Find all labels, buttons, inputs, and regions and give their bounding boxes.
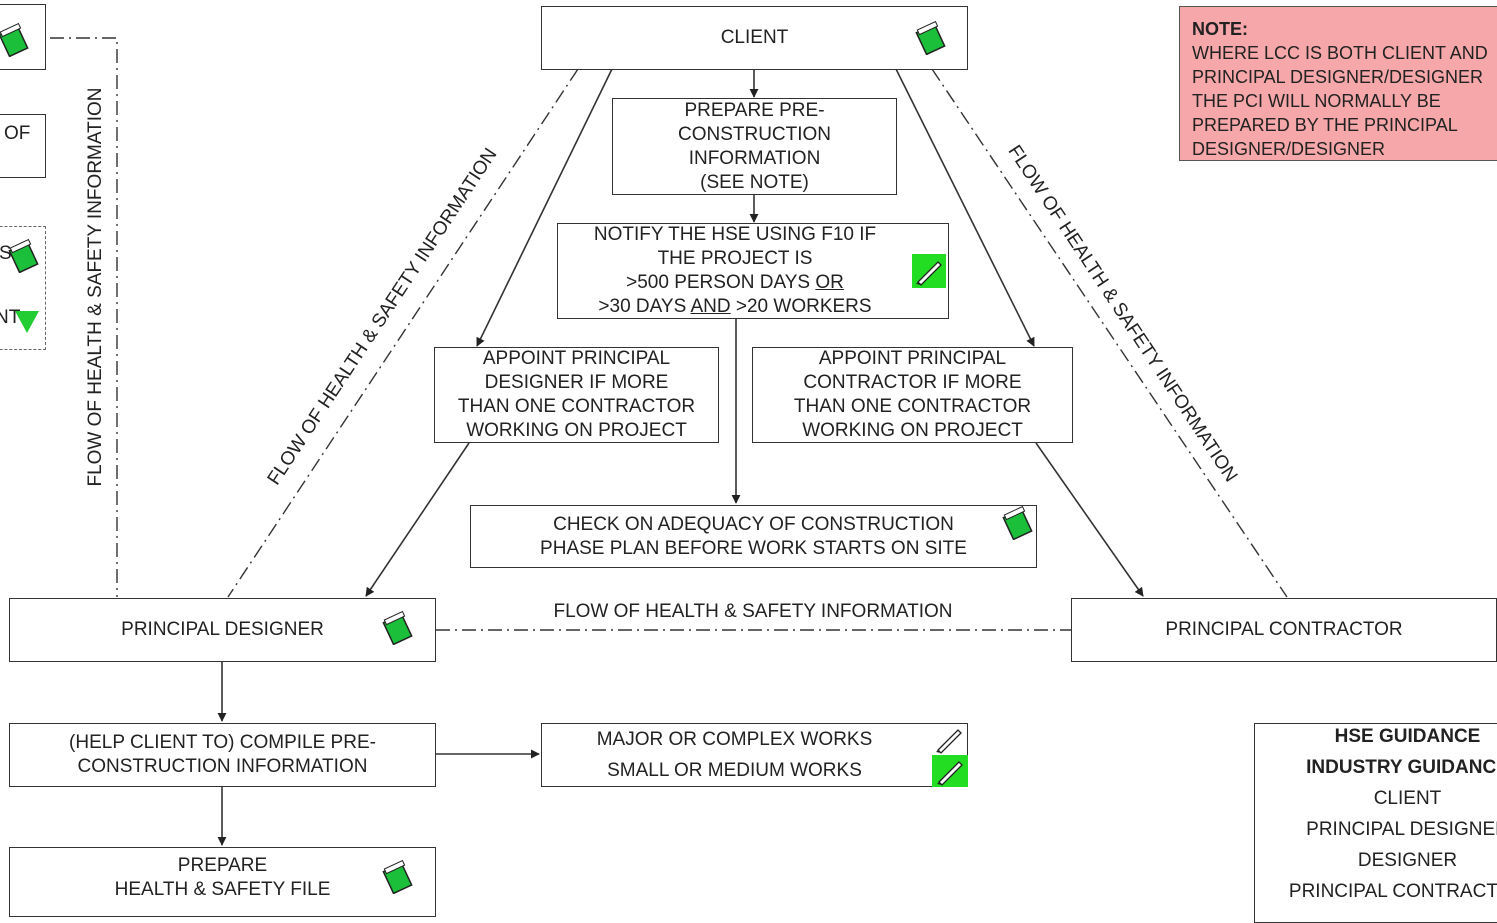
principal-contractor-label: PRINCIPAL CONTRACTOR (1165, 619, 1403, 640)
client-box: CLIENT (541, 6, 968, 70)
hs-file-line: HEALTH & SAFETY FILE (114, 879, 331, 900)
notify-line: >500 PERSON DAYS OR (626, 272, 844, 293)
appoint-designer-line: THAN ONE CONTRACTOR (457, 396, 696, 417)
note-line: THE PCI WILL NORMALLY BE (1192, 91, 1441, 111)
pen-icon (932, 755, 968, 787)
legend-row-client: CLIENT (1373, 788, 1442, 809)
works-line-small: SMALL OR MEDIUM WORKS (607, 760, 862, 781)
compile-pci-line: (HELP CLIENT TO) COMPILE PRE- (69, 732, 376, 753)
appoint-designer-line: WORKING ON PROJECT (466, 420, 687, 441)
prepare-pci-line: PREPARE PRE- (684, 99, 825, 121)
legend-row-principal-designer: PRINCIPAL DESIGNER (1306, 819, 1497, 840)
prepare-pci-line: (SEE NOTE) (700, 171, 809, 193)
notify-line: >30 DAYS AND >20 WORKERS (598, 296, 872, 317)
legend-row-industry-guidance: INDUSTRY GUIDANCE (1306, 757, 1497, 778)
principal-contractor-box: PRINCIPAL CONTRACTOR (1071, 598, 1497, 662)
note-line: PRINCIPAL DESIGNER/DESIGNER (1192, 67, 1484, 87)
note-title: NOTE: (1192, 19, 1248, 39)
appoint-contractor-line: WORKING ON PROJECT (802, 420, 1023, 441)
flow-label-left-vertical: FLOW OF HEALTH & SAFETY INFORMATION (85, 87, 106, 487)
arrow-client-to-appoint-designer (476, 68, 613, 347)
book-icon (382, 611, 413, 645)
book-icon (8, 239, 39, 273)
dash-right-diagonal (931, 68, 1288, 598)
appoint-contractor-line: CONTRACTOR IF MORE (803, 372, 1022, 393)
compile-pci-box: (HELP CLIENT TO) COMPILE PRE- CONSTRUCTI… (9, 723, 436, 787)
legend-row-hse-guidance: HSE GUIDANCE (1334, 726, 1481, 747)
pen-icon (936, 729, 962, 754)
arrow-client-to-appoint-contractor (895, 68, 1035, 347)
left-partial-text-of: OF (4, 123, 31, 144)
legend-row-principal-contractor: PRINCIPAL CONTRACTOR (1288, 881, 1497, 902)
client-label: CLIENT (720, 27, 789, 48)
arrow-appoint-contractor-to-pc (1035, 442, 1144, 597)
appoint-designer-line: APPOINT PRINCIPAL (482, 348, 671, 369)
hs-file-line: PREPARE (177, 855, 268, 876)
book-icon (1002, 506, 1033, 540)
check-adequacy-box: CHECK ON ADEQUACY OF CONSTRUCTION PHASE … (470, 505, 1037, 568)
notify-line: NOTIFY THE HSE USING F10 IF (593, 224, 877, 245)
left-partial-box-3: S NT (0, 226, 46, 350)
appoint-contractor-line: THAN ONE CONTRACTOR (793, 396, 1032, 417)
notify-hse-box: NOTIFY THE HSE USING F10 IF THE PROJECT … (557, 223, 949, 319)
works-line-major: MAJOR OR COMPLEX WORKS (596, 729, 873, 750)
book-icon (0, 23, 29, 57)
note-line: DESIGNER/DESIGNER (1192, 139, 1386, 159)
dash-left-diagonal (227, 68, 579, 598)
appoint-designer-line: DESIGNER IF MORE (484, 372, 669, 393)
works-box: MAJOR OR COMPLEX WORKS SMALL OR MEDIUM W… (541, 723, 968, 787)
appoint-contractor-box: APPOINT PRINCIPAL CONTRACTOR IF MORE THA… (752, 347, 1073, 443)
left-partial-text-s: S (0, 243, 12, 264)
legend-row-designer: DESIGNER (1357, 850, 1458, 871)
prepare-pci-box: PREPARE PRE- CONSTRUCTION INFORMATION (S… (612, 98, 897, 195)
left-partial-box-2: OF (0, 114, 46, 178)
note-line: WHERE LCC IS BOTH CLIENT AND (1192, 43, 1488, 63)
book-icon (382, 860, 413, 894)
note-line: PREPARED BY THE PRINCIPAL (1192, 115, 1458, 135)
compile-pci-line: CONSTRUCTION INFORMATION (77, 756, 368, 777)
principal-designer-box: PRINCIPAL DESIGNER (9, 598, 436, 662)
appoint-designer-box: APPOINT PRINCIPAL DESIGNER IF MORE THAN … (434, 347, 719, 443)
left-partial-text-nt: NT (0, 307, 21, 328)
prepare-pci-line: CONSTRUCTION (677, 123, 832, 145)
prepare-pci-line: INFORMATION (688, 147, 821, 169)
left-partial-box-1 (0, 4, 46, 70)
notify-line: THE PROJECT IS (657, 248, 813, 269)
book-icon (915, 21, 946, 55)
green-triangle-icon (15, 311, 39, 333)
arrow-appoint-designer-to-pd (365, 442, 470, 597)
check-adequacy-line: PHASE PLAN BEFORE WORK STARTS ON SITE (540, 537, 967, 559)
check-adequacy-line: CHECK ON ADEQUACY OF CONSTRUCTION (553, 513, 954, 535)
legend-box: HSE GUIDANCE INDUSTRY GUIDANCE CLIENT PR… (1254, 723, 1497, 923)
pen-icon (912, 254, 946, 288)
hs-file-box: PREPARE HEALTH & SAFETY FILE (9, 847, 436, 917)
principal-designer-label: PRINCIPAL DESIGNER (121, 619, 324, 640)
note-box: NOTE: WHERE LCC IS BOTH CLIENT AND PRINC… (1179, 6, 1497, 161)
flow-label-horizontal: FLOW OF HEALTH & SAFETY INFORMATION (553, 601, 953, 622)
appoint-contractor-line: APPOINT PRINCIPAL (818, 348, 1007, 369)
